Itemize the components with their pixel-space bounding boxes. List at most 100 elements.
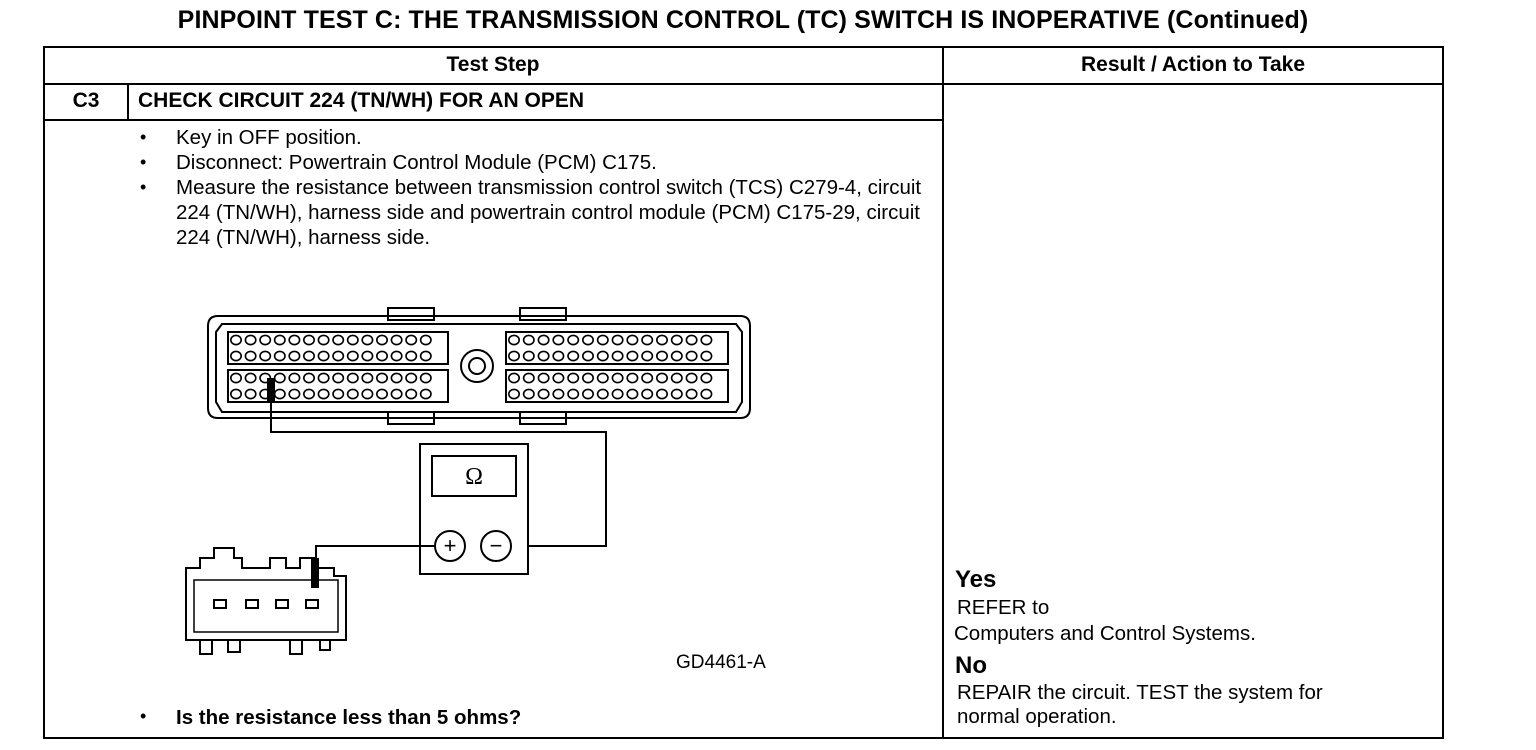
pcm-pin: [273, 388, 286, 400]
pcm-pin: [611, 334, 624, 346]
pcm-latch: [387, 307, 435, 321]
pcm-pin: [700, 372, 713, 384]
pcm-pin: [581, 334, 594, 346]
pcm-pin: [685, 334, 698, 346]
pcm-pin: [581, 350, 594, 362]
pcm-pins: [229, 334, 713, 400]
pcm-pin: [596, 350, 609, 362]
pcm-pin: [303, 334, 316, 346]
pcm-pin: [390, 334, 403, 346]
pcm-pin: [552, 350, 565, 362]
pcm-pin: [552, 334, 565, 346]
pcm-pin: [229, 334, 242, 346]
pcm-pin: [317, 372, 330, 384]
pcm-latch: [519, 307, 567, 321]
pcm-pin: [273, 372, 286, 384]
pcm-pin: [405, 372, 418, 384]
pcm-pin: [522, 350, 535, 362]
pcm-pin: [552, 388, 565, 400]
pcm-pin: [655, 350, 668, 362]
pcm-pin: [537, 334, 550, 346]
step-question: Is the resistance less than 5 ohms?: [138, 706, 521, 730]
pcm-pin: [581, 372, 594, 384]
pcm-pin: [626, 388, 639, 400]
step-id-divider: [127, 85, 129, 120]
pcm-pin: [567, 372, 580, 384]
pcm-pin: [419, 388, 432, 400]
pcm-pin: [376, 334, 389, 346]
pcm-pin: [361, 388, 374, 400]
pcm-pin: [641, 350, 654, 362]
pcm-pin: [641, 372, 654, 384]
pcm-pin: [259, 350, 272, 362]
pcm-pin: [303, 372, 316, 384]
pcm-pin: [419, 372, 432, 384]
pcm-pin: [288, 350, 301, 362]
pcm-pin: [229, 372, 242, 384]
pcm-pin: [626, 372, 639, 384]
pcm-pin: [259, 334, 272, 346]
pcm-pin: [596, 372, 609, 384]
result-no-line2: normal operation.: [957, 705, 1117, 728]
pcm-pin: [361, 350, 374, 362]
pcm-pin: [361, 372, 374, 384]
pcm-pin: [700, 388, 713, 400]
pcm-pin: [685, 350, 698, 362]
pcm-pin: [273, 334, 286, 346]
result-yes-line1: REFER to: [957, 596, 1050, 619]
pcm-probe: [267, 378, 275, 402]
pcm-pin: [567, 350, 580, 362]
pcm-pin: [522, 334, 535, 346]
header-result-action: Result / Action to Take: [1080, 53, 1306, 76]
pcm-pin: [332, 334, 345, 346]
pcm-pin: [346, 372, 359, 384]
pcm-pin: [596, 334, 609, 346]
pcm-pin: [567, 388, 580, 400]
pcm-pin: [537, 350, 550, 362]
pcm-pin: [346, 350, 359, 362]
pcm-pin: [405, 334, 418, 346]
pcm-center-bolt: [460, 349, 494, 383]
pcm-pin: [332, 350, 345, 362]
tcs-pin: [275, 599, 289, 609]
pcm-latch: [387, 411, 435, 425]
figure-code: GD4461-A: [676, 652, 766, 673]
pcm-pin: [670, 334, 683, 346]
pcm-pin: [641, 388, 654, 400]
pcm-connector-body: [207, 315, 751, 419]
pcm-pin: [317, 350, 330, 362]
ohm-symbol: Ω: [465, 464, 483, 490]
pcm-pin: [611, 388, 624, 400]
pcm-pin: [685, 372, 698, 384]
pcm-pin: [405, 350, 418, 362]
step-id: C3: [72, 89, 100, 112]
pcm-pin: [522, 388, 535, 400]
pcm-pin: [626, 334, 639, 346]
pcm-pin: [288, 388, 301, 400]
wiring-diagram: Ω + −: [185, 307, 751, 655]
test-lead-wire: [270, 402, 607, 547]
pcm-pin: [346, 334, 359, 346]
instruction-list: Key in OFF position. Disconnect: Powertr…: [138, 125, 928, 250]
pcm-pin: [390, 350, 403, 362]
pcm-pin: [303, 350, 316, 362]
ohmmeter-display: [431, 455, 517, 497]
pcm-pin: [376, 372, 389, 384]
pcm-pin: [596, 388, 609, 400]
pcm-pin: [700, 350, 713, 362]
pcm-pin: [405, 388, 418, 400]
pcm-pin: [346, 388, 359, 400]
pcm-pin: [641, 334, 654, 346]
pcm-pin: [507, 334, 520, 346]
pcm-pin: [244, 350, 257, 362]
pcm-pin: [655, 334, 668, 346]
pcm-pin: [611, 372, 624, 384]
page-title: PINPOINT TEST C: THE TRANSMISSION CONTRO…: [177, 6, 1309, 34]
pcm-pin: [390, 388, 403, 400]
pcm-pin: [537, 372, 550, 384]
pcm-pin: [507, 372, 520, 384]
pcm-pin: [670, 388, 683, 400]
result-yes-label: Yes: [955, 566, 997, 593]
pcm-pin: [507, 388, 520, 400]
result-no-label: No: [955, 652, 987, 679]
